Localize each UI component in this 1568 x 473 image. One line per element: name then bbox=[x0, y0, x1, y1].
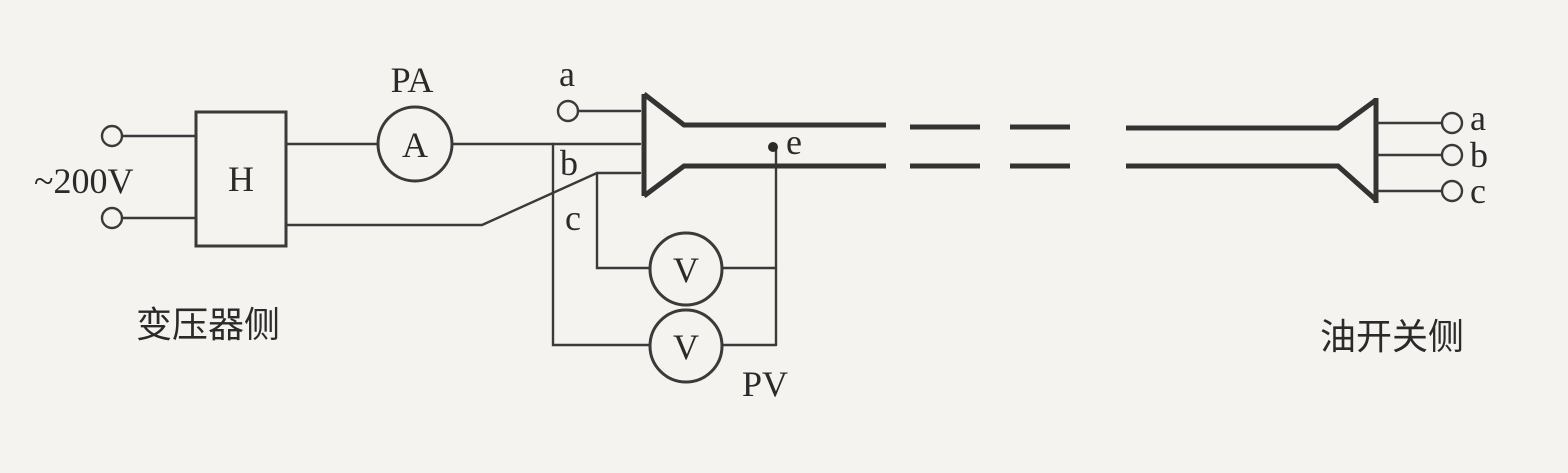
h-box-label: H bbox=[228, 159, 254, 199]
ammeter-symbol: A bbox=[402, 125, 428, 165]
core-c-right-label: c bbox=[1470, 171, 1486, 211]
source-terminal-top bbox=[100, 124, 124, 148]
core-a-left-terminal bbox=[556, 99, 580, 123]
source-terminal-bottom bbox=[100, 206, 124, 230]
core-b-left-label: b bbox=[560, 143, 578, 183]
voltmeter-2-symbol: V bbox=[673, 327, 699, 367]
side-label-transformer: 变压器侧 bbox=[136, 305, 280, 346]
cable-left-top bbox=[642, 92, 886, 128]
core-c-right-terminal bbox=[1440, 179, 1464, 203]
side-label-oil-switch: 油开关侧 bbox=[1320, 317, 1464, 358]
shield-e-label: e bbox=[786, 122, 802, 162]
core-b-right-terminal bbox=[1440, 143, 1464, 167]
voltmeter-1-symbol: V bbox=[673, 250, 699, 290]
cable-right-bottom bbox=[1126, 163, 1378, 202]
wire-h-to-core-c bbox=[284, 171, 642, 227]
shield-e-dot bbox=[768, 142, 778, 152]
core-a-left-label: a bbox=[559, 54, 575, 94]
wire-c-to-voltmeter1 bbox=[595, 171, 651, 270]
ammeter-tag: PA bbox=[391, 60, 434, 100]
core-b-right-label: b bbox=[1470, 135, 1488, 175]
core-c-left-label: c bbox=[565, 198, 581, 238]
voltmeter-tag: PV bbox=[742, 364, 788, 404]
source-label: ~200V bbox=[34, 161, 133, 201]
wire-node-to-voltmeter2 bbox=[551, 142, 651, 347]
core-a-right-label: a bbox=[1470, 98, 1486, 138]
cable-left-bottom bbox=[642, 163, 886, 198]
cable-right-top bbox=[1126, 97, 1378, 131]
h-box bbox=[194, 110, 288, 248]
core-a-right-terminal bbox=[1440, 111, 1464, 135]
